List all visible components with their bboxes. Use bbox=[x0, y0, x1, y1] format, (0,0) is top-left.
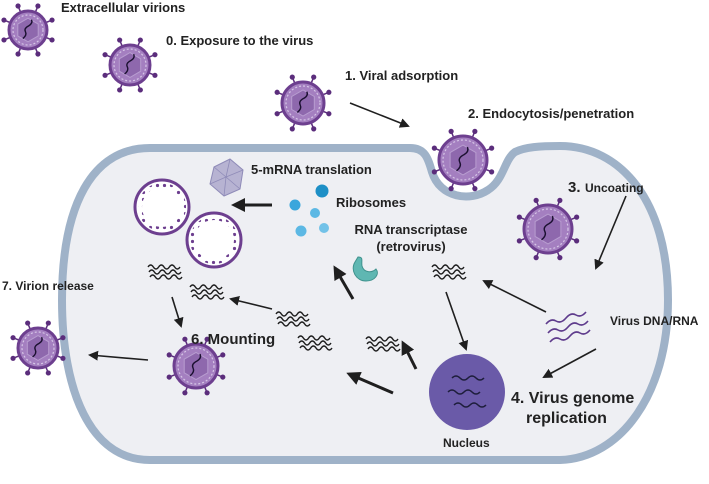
label-step-6: 6. Mounting bbox=[191, 331, 276, 348]
virion-icon bbox=[431, 128, 495, 192]
rna-strand-icon bbox=[149, 274, 183, 280]
label-step-3-number: 3. bbox=[568, 179, 581, 196]
vesicle-icon bbox=[133, 178, 191, 236]
label-step-7: 7. Virion release bbox=[2, 279, 94, 293]
label-rna-transcriptase-line2: (retrovirus) bbox=[376, 239, 446, 254]
label-step-0: 0. Exposure to the virus bbox=[166, 33, 314, 48]
rna-strand-icon bbox=[366, 341, 400, 347]
label-step-4: 4. Virus genome replication bbox=[511, 390, 634, 428]
ribosome-icon bbox=[289, 184, 329, 237]
vesicle-icon bbox=[185, 211, 243, 269]
rna-strand-icon bbox=[432, 269, 466, 275]
rna-strand-icon bbox=[298, 340, 332, 346]
rna-strand-icon bbox=[297, 335, 331, 341]
virion-icon bbox=[1, 3, 55, 57]
rna-strand-icon bbox=[189, 284, 223, 290]
label-rna-transcriptase-line1: RNA transcriptase bbox=[354, 222, 468, 237]
label-step-3: 3. Uncoating bbox=[568, 179, 644, 197]
rna-strand-icon bbox=[431, 264, 465, 270]
label-ribosomes: Ribosomes bbox=[336, 195, 407, 210]
virion-icon bbox=[166, 336, 226, 396]
label-step-2: 2. Endocytosis/penetration bbox=[468, 106, 635, 121]
rna-strand-icon bbox=[365, 336, 399, 342]
rna-strand-icon bbox=[299, 345, 333, 351]
rna-strand-icon bbox=[148, 269, 182, 275]
label-step-5: 5-mRNA translation bbox=[251, 162, 372, 177]
virion-icon bbox=[274, 74, 332, 132]
rna-strand-icon bbox=[277, 321, 311, 327]
rna-strand-icon bbox=[433, 274, 467, 280]
label-extracellular-virions: Extracellular virions bbox=[61, 0, 186, 15]
label-virus-genome: Virus DNA/RNA bbox=[610, 314, 699, 328]
virion-icon bbox=[10, 320, 66, 376]
label-step-3-text: Uncoating bbox=[584, 181, 644, 195]
process-arrows bbox=[88, 102, 627, 395]
rna-strand-icon bbox=[147, 264, 181, 270]
nucleus-rna-strands bbox=[447, 375, 487, 408]
virion-icon bbox=[516, 197, 580, 261]
rna-strand-icon bbox=[191, 294, 225, 300]
label-nucleus: Nucleus bbox=[443, 436, 490, 450]
label-step-4-line1: 4. Virus genome bbox=[511, 390, 635, 407]
label-rna-transcriptase: RNA transcriptase (retrovirus) bbox=[341, 222, 481, 254]
label-step-1: 1. Viral adsorption bbox=[345, 68, 459, 83]
virus-genome-strands bbox=[545, 311, 591, 343]
enzyme-icon bbox=[352, 256, 378, 282]
nucleus-icon bbox=[429, 354, 505, 430]
rna-strand-icon bbox=[190, 289, 224, 295]
rna-strand-icon bbox=[276, 316, 310, 322]
virion-icon bbox=[102, 37, 158, 93]
rna-strand-icon bbox=[367, 346, 401, 352]
rna-strand-icon bbox=[275, 311, 309, 317]
label-step-4-line2: replication bbox=[526, 410, 607, 427]
